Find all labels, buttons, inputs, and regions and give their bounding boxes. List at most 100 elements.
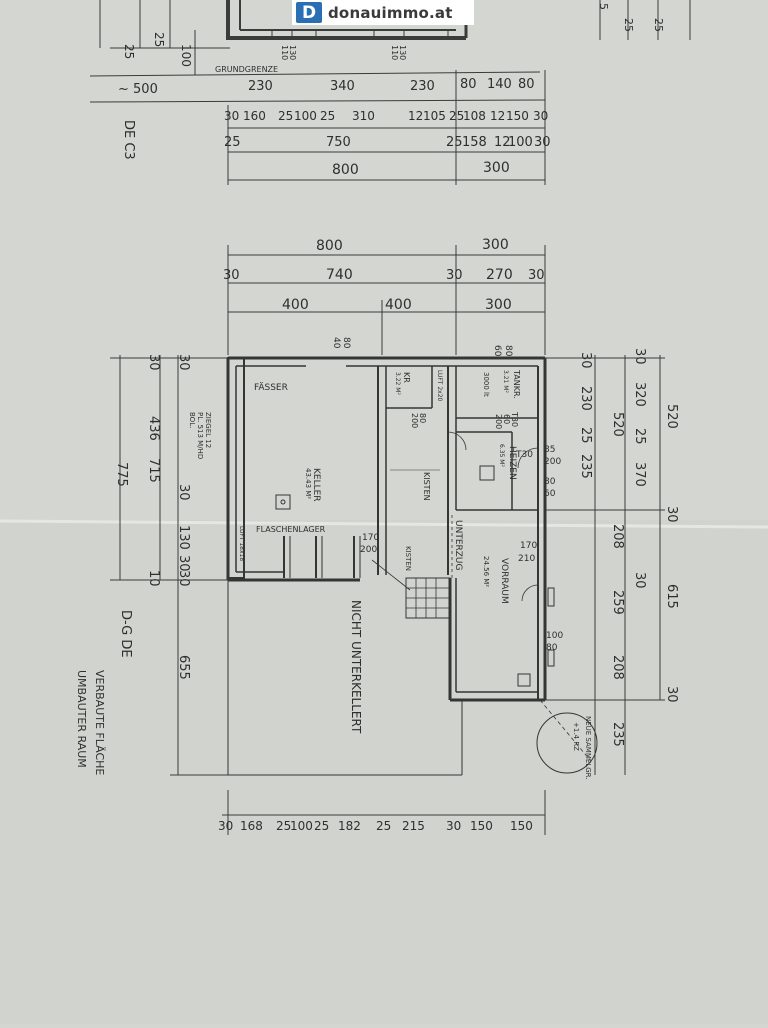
dim-left-715: 715 xyxy=(146,458,161,483)
dim-ro-520: 520 xyxy=(664,404,679,429)
basement-walls xyxy=(226,356,598,776)
vor-door-210: 210 xyxy=(518,554,535,564)
dim-ro-30a: 30 xyxy=(664,506,679,523)
logo-text: donauimmo.at xyxy=(328,3,453,22)
note-ziegel: ZIEGEL 12 xyxy=(204,412,212,448)
dim-rm-370: 370 xyxy=(632,462,647,487)
room-keller-area: 43.43 M² xyxy=(304,468,312,499)
dim-r1-500: ~ 500 xyxy=(118,82,158,97)
dim-r2-25a: 25 xyxy=(278,109,293,123)
dim-ri-30: 30 xyxy=(578,352,593,369)
dim-b-25b: 25 xyxy=(314,819,329,833)
wall-mark-1: 110 xyxy=(280,45,289,60)
dim-r2-100: 100 xyxy=(294,109,317,123)
dim-b-215: 215 xyxy=(402,819,425,833)
stair-door-170: 170 xyxy=(362,533,379,543)
dim-r1-80b: 80 xyxy=(518,77,535,92)
kr-door-200: 200 xyxy=(410,413,419,428)
room-kisten-1: KISTEN xyxy=(422,472,431,501)
dim-top-740: 740 xyxy=(326,267,353,283)
dim-ro-30b: 30 xyxy=(664,686,679,703)
dim-left-30d: 30 xyxy=(176,555,191,572)
dim-r2-12b: 12 xyxy=(490,109,505,123)
dim-top-30c: 30 xyxy=(528,268,545,283)
dim-small-40: 40 xyxy=(331,337,341,349)
kr-door-80: 80 xyxy=(418,413,427,423)
stamp-lower-left: D-G DE xyxy=(118,610,133,658)
logo-mark-icon: D xyxy=(296,2,322,23)
dim-top-300: 300 xyxy=(482,237,509,253)
vor-door-170: 170 xyxy=(520,541,537,551)
dim-small-80b: 80 xyxy=(503,345,513,357)
dim-top-400a: 400 xyxy=(282,297,309,313)
dim-rm-235: 235 xyxy=(610,722,625,747)
plan-dims-right-mid: 30 320 520 25 370 30 235 xyxy=(610,348,647,747)
dim-r4-300: 300 xyxy=(483,160,510,176)
unterzug-label: UNTERZUG xyxy=(453,520,463,571)
tank-capacity: 3000 lt xyxy=(482,372,490,397)
door-t30-a-200: 200 xyxy=(494,414,503,429)
dim-r3-25b: 25 xyxy=(446,135,463,150)
wall-note: ZIEGEL 12 PL. 513 M/HD BOL. xyxy=(188,412,212,459)
room-vorraum-area: 24.56 M² xyxy=(482,556,490,587)
dim-left-436: 436 xyxy=(146,416,161,441)
dim-left-775: 775 xyxy=(114,462,129,487)
dim-top-300b: 300 xyxy=(485,297,512,313)
room-keller-label: KELLER xyxy=(311,468,321,502)
door-t30-b: T30 xyxy=(515,450,533,460)
dim-r2-30: 30 xyxy=(224,109,239,123)
dim-rm-320: 320 xyxy=(632,382,647,407)
dim-top-30a: 30 xyxy=(223,268,240,283)
room-kr-area: 3.22 M² xyxy=(394,372,401,395)
plan-dims-top: 800 300 30 740 30 270 30 400 400 300 xyxy=(223,237,545,313)
stair-door-200: 200 xyxy=(360,545,377,555)
upper-dim-row1: ~ 500 230 340 230 80 140 80 xyxy=(118,77,535,97)
dim-top-30b: 30 xyxy=(446,268,463,283)
heiz-dim-80: 80 xyxy=(544,477,556,487)
dim-b-25c: 25 xyxy=(376,819,391,833)
dim-rm-25: 25 xyxy=(632,428,647,445)
plan-dim-lines-right xyxy=(545,355,665,775)
room-faesser-label: FÄSSER xyxy=(254,382,288,393)
dim-left-25b: 25 xyxy=(152,32,166,47)
verbaute-flaeche-label: VERBAUTE FLÄCHE xyxy=(93,670,106,775)
dim-small-80a: 80 xyxy=(341,337,351,349)
stamp-left-top: DE C3 xyxy=(121,120,136,160)
door-t30-b-200: 200 xyxy=(544,457,561,467)
room-heiz-area: 6.35 M² xyxy=(498,444,505,467)
dim-ri-208a: 208 xyxy=(610,524,625,549)
wall-mark-4: 130 xyxy=(398,45,407,60)
donauimmo-logo[interactable]: D donauimmo.at xyxy=(292,0,474,25)
dim-b-182: 182 xyxy=(338,819,361,833)
dim-r2-12a: 12 xyxy=(408,109,423,123)
dim-top-270: 270 xyxy=(486,267,513,283)
sammelgrube-value: +1.4 RZ xyxy=(572,722,580,751)
dim-ri-259: 259 xyxy=(610,590,625,615)
room-labels: FÄSSER KELLER 43.43 M² FLASCHENLAGER LUF… xyxy=(75,369,592,779)
dim-r2-25c: 25 xyxy=(449,109,464,123)
dim-r4-800: 800 xyxy=(332,162,359,178)
room-tank-area: 3.21 M² xyxy=(502,370,509,393)
room-flaschen-label: FLASCHENLAGER xyxy=(256,525,326,534)
dim-rm-30b: 30 xyxy=(632,572,647,589)
dim-r1-340: 340 xyxy=(330,79,355,94)
room-vorraum-label: VORRAUM xyxy=(499,558,509,604)
dim-b-150a: 150 xyxy=(470,819,493,833)
dim-r2-25b: 25 xyxy=(320,109,335,123)
plan-dim-lines-bottom xyxy=(222,790,546,835)
dim-ri-230: 230 xyxy=(578,386,593,411)
dim-left-655: 655 xyxy=(176,655,191,680)
dim-ri-235: 235 xyxy=(578,454,593,479)
dim-r1-140: 140 xyxy=(487,77,512,92)
dim-r2-105: 105 xyxy=(423,109,446,123)
dim-ri-208b: 208 xyxy=(610,655,625,680)
dim-ri-25: 25 xyxy=(578,427,593,444)
room-kisten-2: KISTEN xyxy=(404,546,412,571)
dim-r1-230b: 230 xyxy=(410,79,435,94)
plan-dim-lines-left xyxy=(110,355,228,776)
wall-mark-2: 130 xyxy=(288,45,297,60)
grundgrenze-label: GRUNDGRENZE xyxy=(215,65,278,74)
dim-left-30c: 30 xyxy=(176,484,191,501)
dim-right-25b: 25 xyxy=(652,18,665,32)
dim-b-168: 168 xyxy=(240,819,263,833)
